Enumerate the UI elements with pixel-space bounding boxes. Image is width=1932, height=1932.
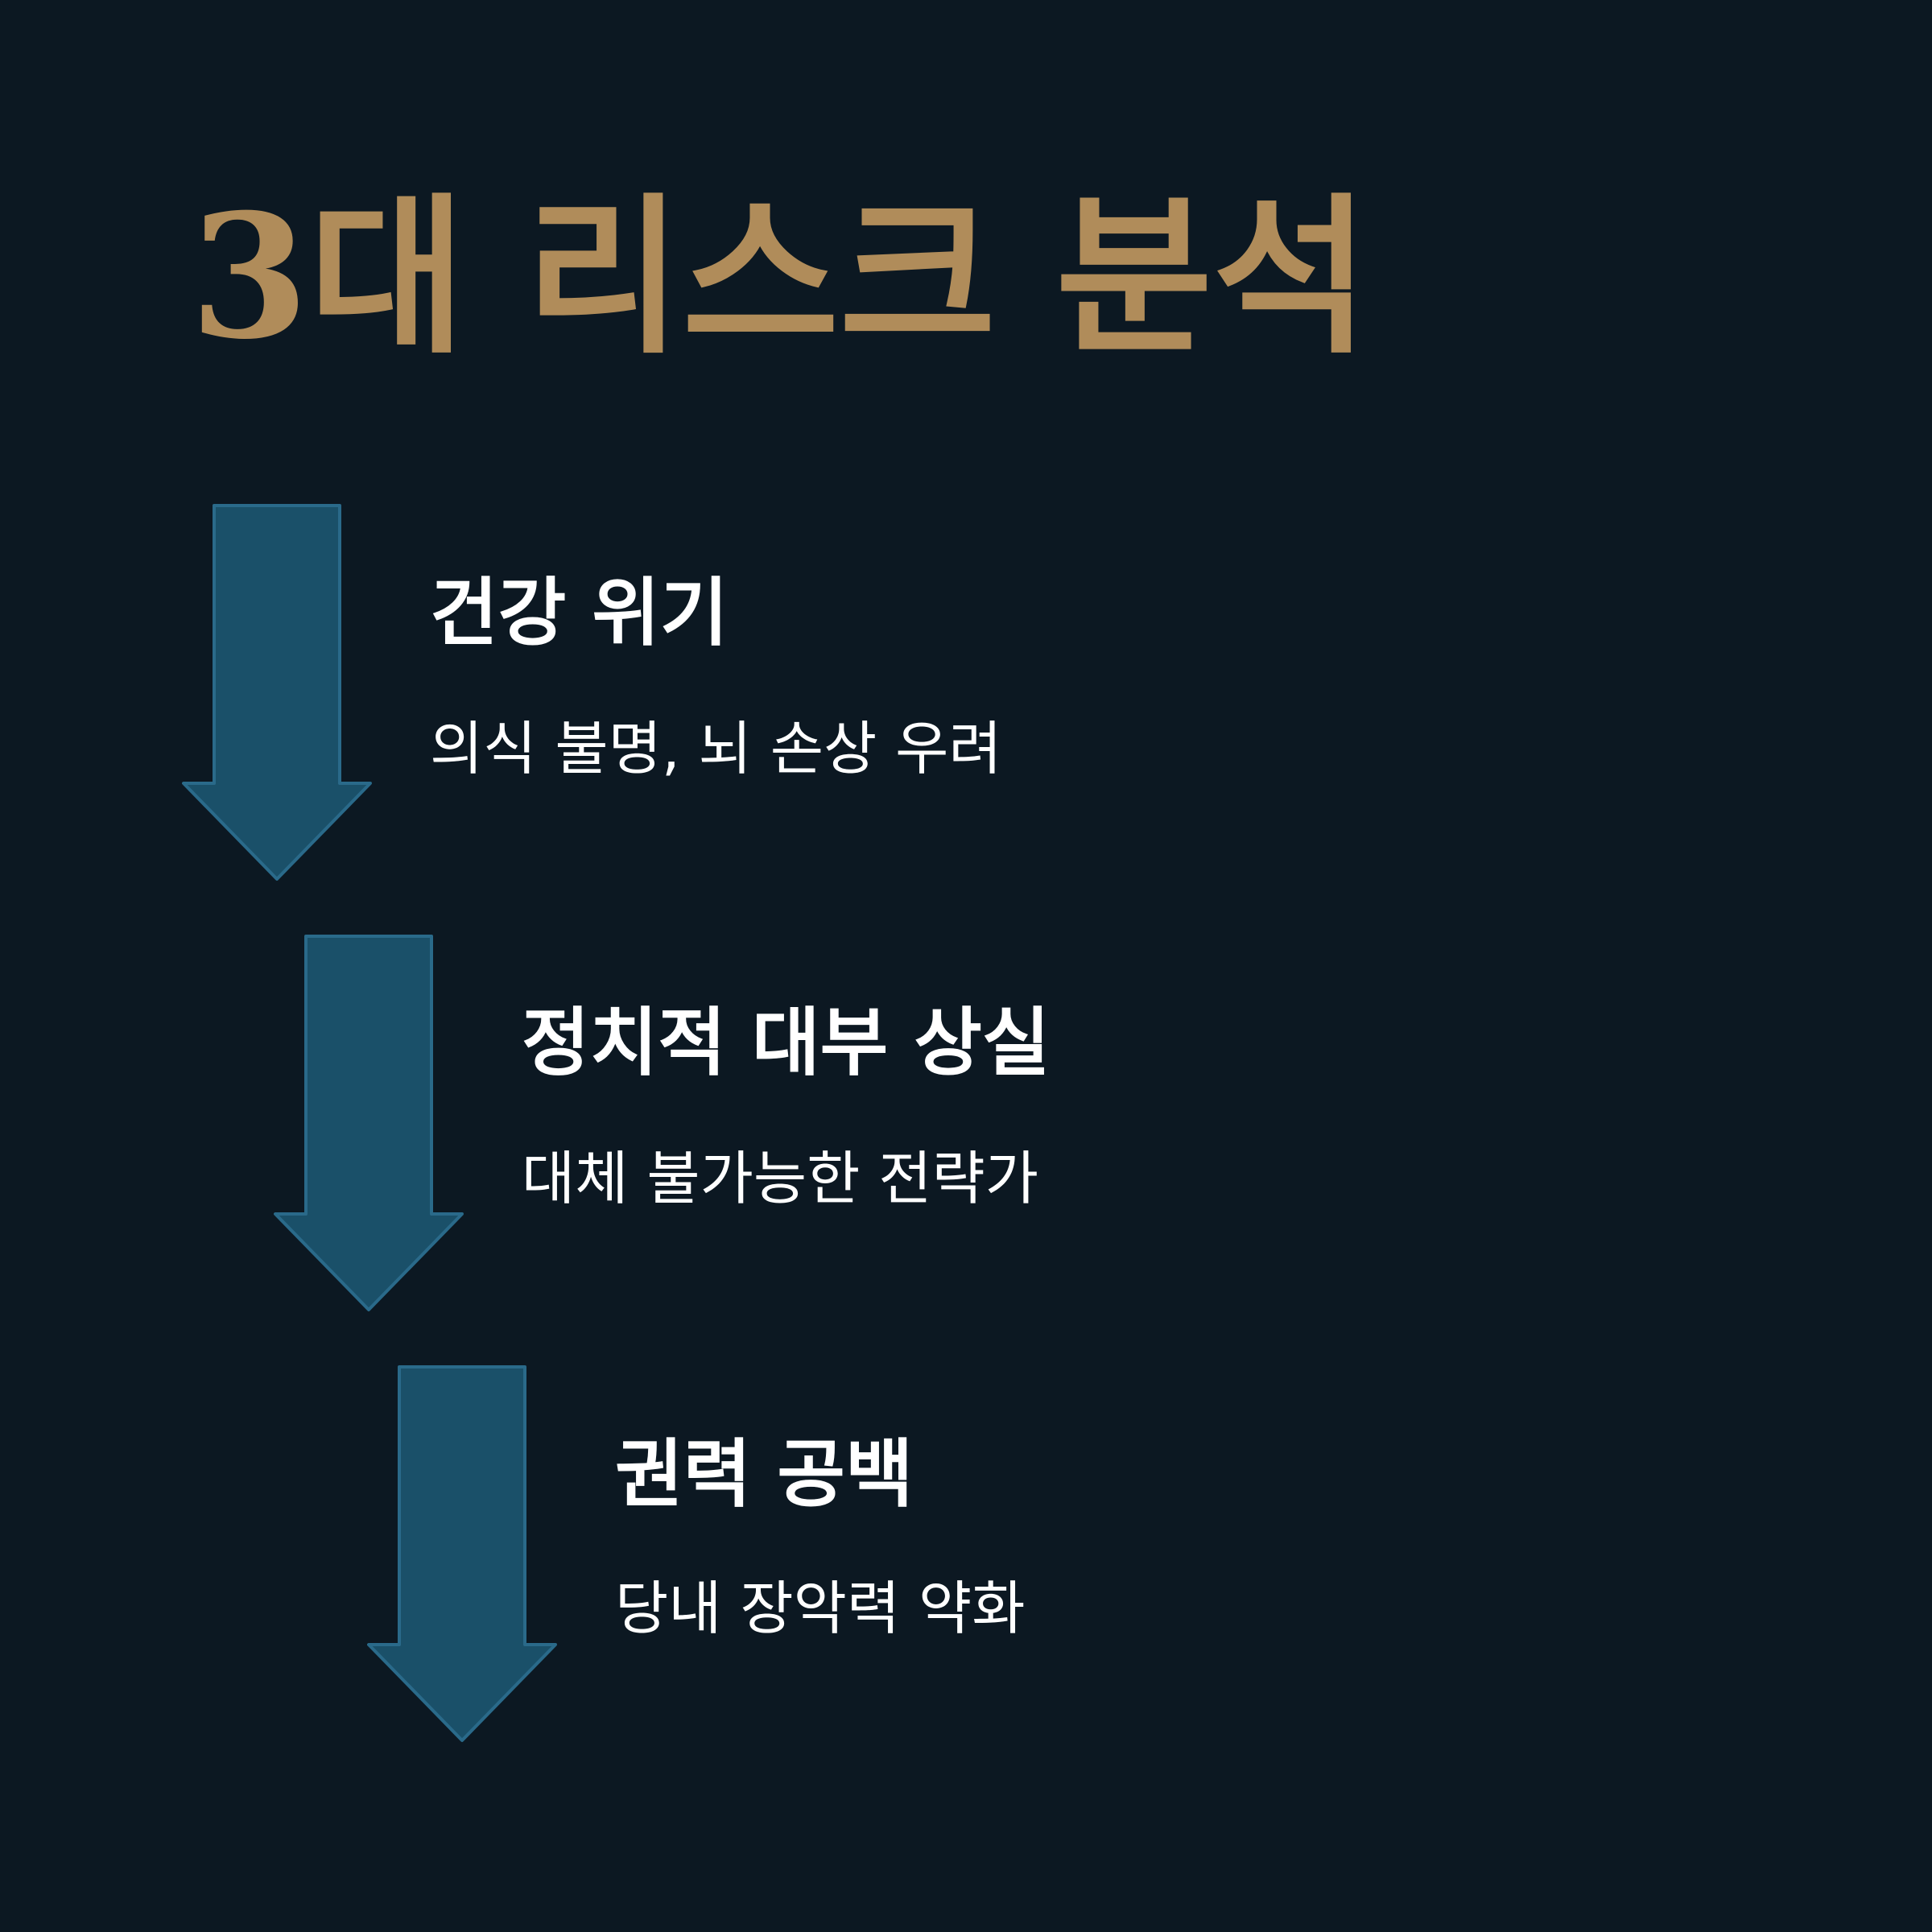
step-2-down-arrow-icon: [274, 935, 464, 1313]
step-3-down-arrow-icon: [367, 1365, 557, 1744]
step-3-heading: 권력 공백: [615, 1431, 914, 1517]
step-1-heading: 건강 위기: [430, 570, 729, 656]
step-2-heading: 정치적 대부 상실: [522, 1000, 1051, 1086]
step-1-description: 의식 불명, 뇌 손상 우려: [430, 715, 1002, 782]
step-1-down-arrow-icon: [182, 504, 372, 882]
page-title: 3대 리스크 분석: [190, 176, 1370, 377]
step-3-description: 당내 장악력 약화: [615, 1575, 1026, 1642]
step-2-description: 대체 불가능한 전략가: [522, 1145, 1038, 1212]
